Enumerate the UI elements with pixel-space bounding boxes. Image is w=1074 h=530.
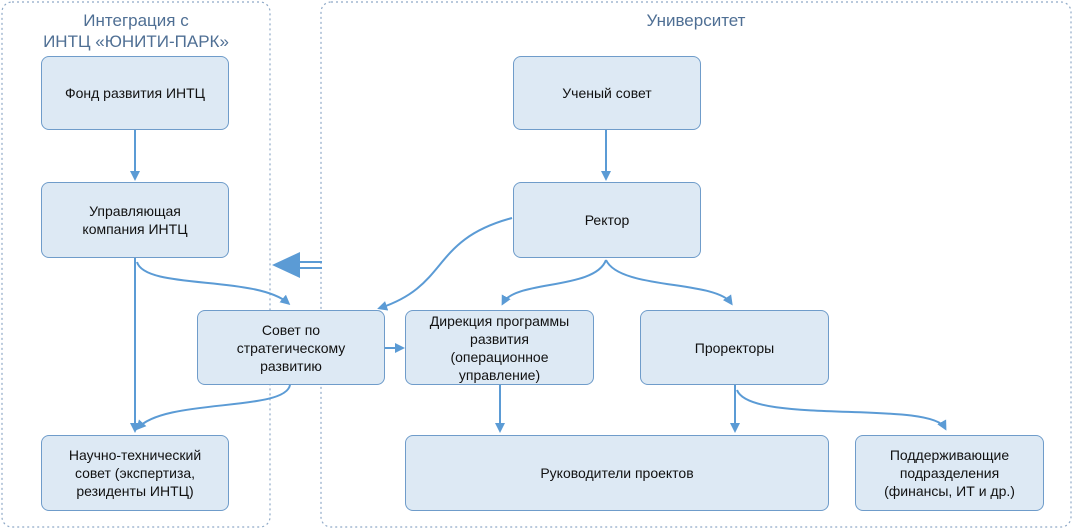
node-support-units: Поддерживающие подразделения (финансы, И…: [855, 435, 1044, 511]
group-title-university: Университет: [646, 11, 746, 30]
node-directorate: Дирекция программы развития (операционно…: [405, 310, 594, 385]
group-frame-integration: [1, 1, 271, 528]
arrow-rector-to-directorate: [501, 259, 607, 306]
interface-arrow: [272, 252, 322, 278]
arrow-vice-to-support: [736, 389, 947, 431]
node-vice-rectors: Проректоры: [640, 310, 829, 385]
node-strategic-council: Совет по стратегическому развитию: [197, 310, 385, 385]
node-rector: Ректор: [513, 182, 701, 258]
node-scientific-technical-council: Научно-технический совет (экспертиза, ре…: [41, 435, 229, 511]
node-fund: Фонд развития ИНТЦ: [41, 56, 229, 130]
node-management-company: Управляющая компания ИНТЦ: [41, 182, 229, 258]
arrow-council-to-ntc: [135, 384, 291, 431]
node-project-leaders: Руководители проектов: [405, 435, 829, 511]
arrow-rector-to-council: [377, 217, 513, 311]
group-frame-university: [320, 1, 1072, 528]
group-title-integration: Интеграция с ИНТЦ «ЮНИТИ-ПАРК»: [43, 11, 229, 51]
arrow-mgmt-to-council: [136, 261, 291, 305]
node-academic-council: Ученый совет: [513, 56, 701, 130]
arrow-rector-to-vice: [605, 259, 733, 306]
